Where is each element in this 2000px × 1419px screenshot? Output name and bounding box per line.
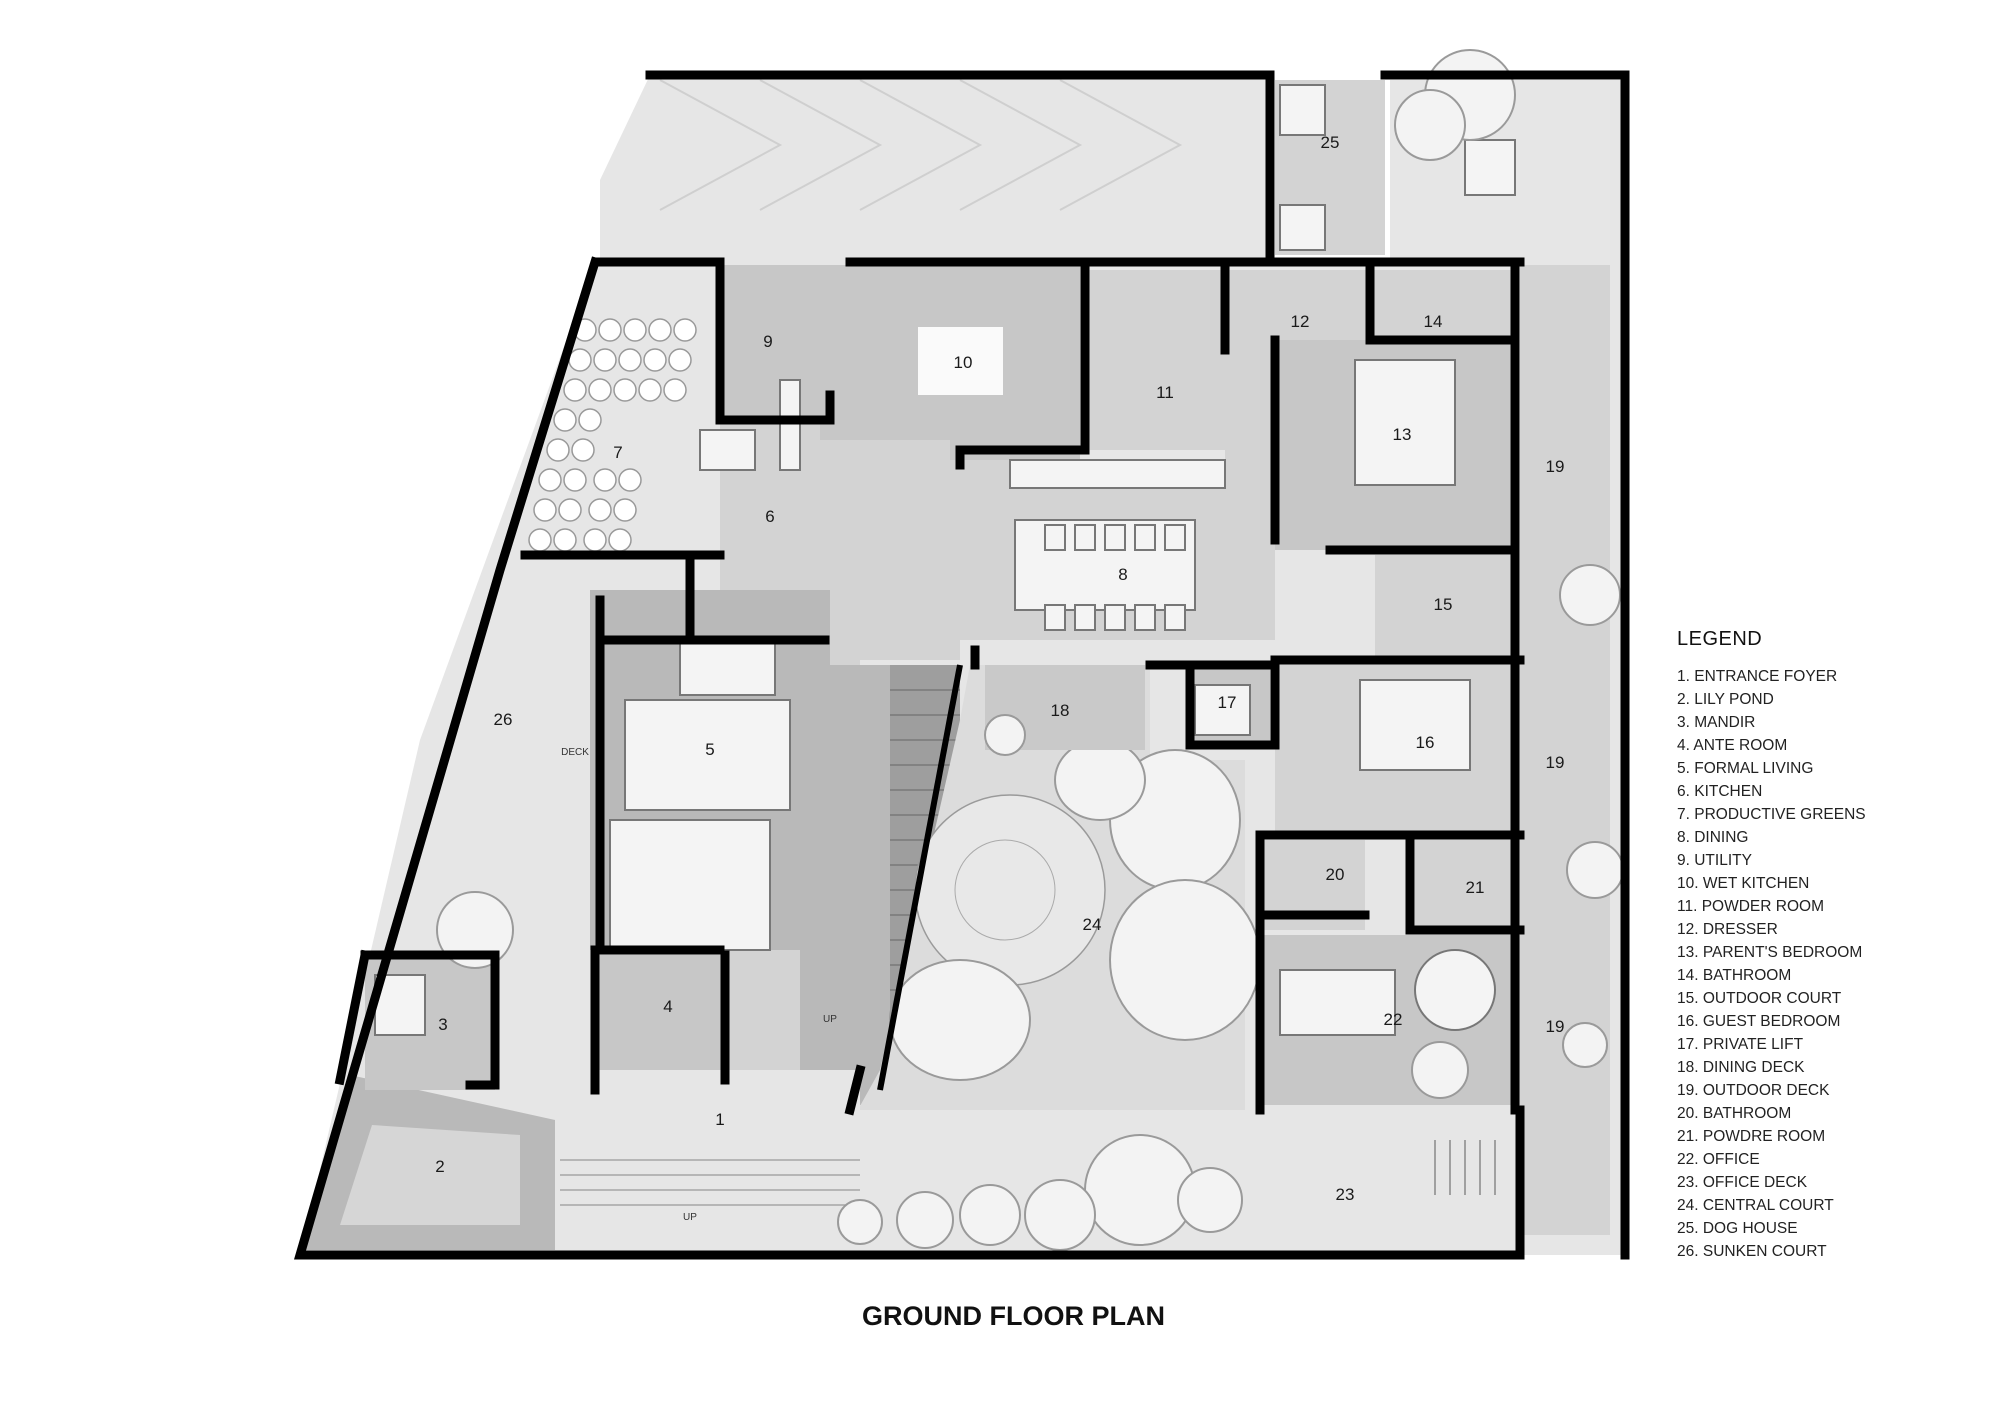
room-number-6: 6 (765, 507, 774, 526)
legend-item: 12. DRESSER (1677, 921, 1778, 938)
room-number-9: 9 (763, 332, 772, 351)
legend-item: 2. LILY POND (1677, 691, 1774, 708)
room-number-22: 22 (1384, 1010, 1403, 1029)
room-number-26: 26 (494, 710, 513, 729)
room-number-2: 2 (435, 1157, 444, 1176)
driveway-chevron (600, 75, 1270, 255)
entry-up-label: UP (683, 1212, 697, 1223)
legend-item: 24. CENTRAL COURT (1677, 1197, 1834, 1214)
drawing-title: GROUND FLOOR PLAN (862, 1301, 1165, 1331)
legend-item: 3. MANDIR (1677, 714, 1756, 731)
legend-item: 15. OUTDOOR COURT (1677, 990, 1842, 1007)
room-number-12: 12 (1291, 312, 1310, 331)
room-number-19b: 19 (1546, 753, 1565, 772)
legend-item: 14. BATHROOM (1677, 967, 1792, 984)
room-number-8: 8 (1118, 565, 1127, 584)
room-number-1: 1 (715, 1110, 724, 1129)
room-number-14: 14 (1424, 312, 1443, 331)
legend-item: 7. PRODUCTIVE GREENS (1677, 806, 1866, 823)
planting-grid (528, 318, 697, 552)
room-number-20: 20 (1326, 865, 1345, 884)
legend-item: 23. OFFICE DECK (1677, 1174, 1808, 1191)
legend-list: 1. ENTRANCE FOYER 2. LILY POND 3. MANDIR… (1677, 665, 1977, 1263)
legend-item: 17. PRIVATE LIFT (1677, 1036, 1804, 1053)
legend-item: 20. BATHROOM (1677, 1105, 1792, 1122)
legend-item: 26. SUNKEN COURT (1677, 1243, 1827, 1260)
room-number-23: 23 (1336, 1185, 1355, 1204)
room-number-10: 10 (954, 353, 973, 372)
room-number-13: 13 (1393, 425, 1412, 444)
landscape-trees (436, 49, 1624, 1251)
legend-item: 13. PARENT'S BEDROOM (1677, 944, 1863, 961)
outdoor-deck-strip (1520, 80, 1625, 1255)
legend-item: 9. UTILITY (1677, 852, 1752, 869)
legend-item: 22. OFFICE (1677, 1151, 1760, 1168)
legend-item: 5. FORMAL LIVING (1677, 760, 1814, 777)
sunken-court (410, 560, 590, 900)
walls (293, 70, 1630, 1260)
legend-item: 8. DINING (1677, 829, 1749, 846)
legend-item: 1. ENTRANCE FOYER (1677, 668, 1838, 685)
room-number-21: 21 (1466, 878, 1485, 897)
legend-item: 4. ANTE ROOM (1677, 737, 1788, 754)
room-number-16: 16 (1416, 733, 1435, 752)
room-number-24: 24 (1083, 915, 1102, 934)
legend-item: 6. KITCHEN (1677, 783, 1763, 800)
legend-item: 16. GUEST BEDROOM (1677, 1013, 1841, 1030)
legend-item: 10. WET KITCHEN (1677, 875, 1810, 892)
room-number-25: 25 (1321, 133, 1340, 152)
room-number-3: 3 (438, 1015, 447, 1034)
legend-item: 19. OUTDOOR DECK (1677, 1082, 1830, 1099)
legend-item: 21. POWDRE ROOM (1677, 1128, 1826, 1145)
legend-item: 25. DOG HOUSE (1677, 1220, 1798, 1237)
room-number-11: 11 (1156, 383, 1174, 402)
room-number-7: 7 (613, 443, 622, 462)
legend-heading: LEGEND (1677, 628, 1763, 650)
furniture (609, 359, 1496, 1036)
legend-item: 18. DINING DECK (1677, 1059, 1805, 1076)
deck-label: DECK (561, 747, 589, 758)
room-number-19a: 19 (1546, 457, 1565, 476)
room-number-17: 17 (1218, 693, 1237, 712)
room-number-4: 4 (663, 997, 672, 1016)
legend: LEGEND 1. ENTRANCE FOYER 2. LILY POND 3.… (1677, 628, 1977, 1263)
room-number-19c: 19 (1546, 1017, 1565, 1036)
mandir (365, 955, 495, 1090)
stair-up-label: UP (823, 1014, 837, 1025)
legend-item: 11. POWDER ROOM (1677, 898, 1824, 915)
room-numbers: 1 2 3 4 5 6 7 8 9 10 11 12 13 14 15 16 1… (435, 133, 1564, 1223)
room-number-5: 5 (705, 740, 714, 759)
lily-pond (300, 1075, 555, 1250)
room-number-18: 18 (1051, 701, 1070, 720)
room-number-15: 15 (1434, 595, 1453, 614)
